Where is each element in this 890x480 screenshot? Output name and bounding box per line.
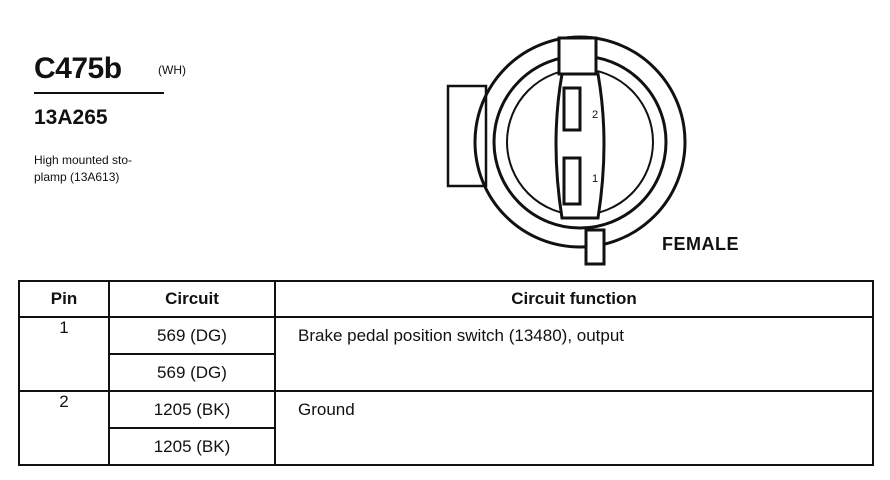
pin-slot-2 <box>562 86 582 132</box>
bottom-tab <box>584 228 606 266</box>
pin-housing <box>554 72 606 220</box>
circuit-cell: 569 (DG) <box>108 316 276 355</box>
table-row: 1 569 (DG) Brake pedal position switch (… <box>18 316 874 392</box>
circuit-function: Brake pedal position switch (13480), out… <box>274 316 874 392</box>
header-pin: Pin <box>18 280 110 318</box>
circuit-function: Ground <box>274 390 874 466</box>
title-divider <box>34 92 164 94</box>
circuit-cell: 1205 (BK) <box>108 427 276 466</box>
part-number: 13A265 <box>34 106 108 129</box>
table-header-row: Pin Circuit Circuit function <box>18 280 874 318</box>
header-circuit-function: Circuit function <box>274 280 874 318</box>
pin-label-2: 2 <box>592 109 598 121</box>
header-circuit: Circuit <box>108 280 276 318</box>
pin-label-1: 1 <box>592 173 598 185</box>
pin-slot-1 <box>562 156 582 206</box>
description-line: plamp (13A613) <box>34 170 120 184</box>
connector-id: C475b <box>34 52 122 85</box>
connector-description: High mounted sto- plamp (13A613) <box>34 152 184 186</box>
side-latch <box>446 84 488 188</box>
circuit-cell: 569 (DG) <box>108 353 276 392</box>
table-row: 1205 (BK) <box>19 427 873 466</box>
connector-gender-label: FEMALE <box>662 234 739 254</box>
table-row: 2 1205 (BK) Ground <box>18 390 874 466</box>
top-key <box>557 36 598 76</box>
connector-face-diagram: 2 1 <box>446 35 687 266</box>
pin-number: 1 <box>18 316 110 392</box>
table-row: 569 (DG) <box>19 353 873 392</box>
pin-number: 2 <box>18 390 110 466</box>
connector-color-code: (WH) <box>158 63 186 77</box>
pin-table: Pin Circuit Circuit function 1 569 (DG) … <box>18 280 874 466</box>
description-line: High mounted sto- <box>34 153 133 167</box>
circuit-cell: 1205 (BK) <box>108 390 276 429</box>
